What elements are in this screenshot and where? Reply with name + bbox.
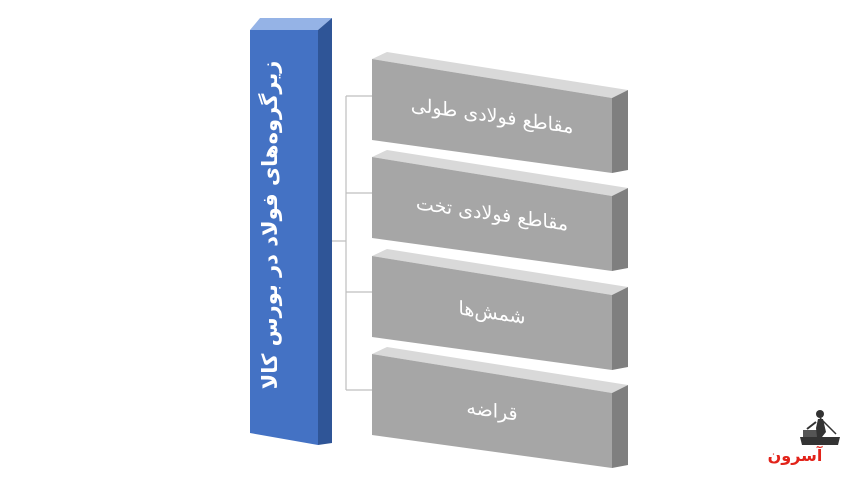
sub-box-1-side-face [612, 90, 628, 173]
main-box [250, 18, 332, 445]
worker-icon [800, 410, 840, 445]
sub-box-1-front-face [372, 59, 612, 173]
sub-box-4-front-face [372, 354, 612, 468]
sub-box-2 [372, 150, 628, 271]
brand-logo-text: آسرون [767, 446, 823, 465]
sub-box-4 [372, 347, 628, 468]
main-box-label: زیرگروه‌های فولاد در بورس کالا [258, 60, 282, 390]
sub-box-1 [372, 52, 628, 173]
sub-box-2-top-face [372, 150, 628, 196]
main-box-top-face [250, 18, 332, 30]
sub-box-4-side-face [612, 385, 628, 468]
sub-box-3-front-face [372, 256, 612, 370]
sub-box-3-side-face [612, 287, 628, 370]
sub-box-1-top-face [372, 52, 628, 98]
sub-box-3 [372, 249, 628, 370]
sub-box-2-side-face [612, 188, 628, 271]
sub-box-3-top-face [372, 249, 628, 295]
main-box-side-face [318, 18, 332, 445]
connector-lines [318, 95, 372, 391]
sub-box-4-top-face [372, 347, 628, 393]
sub-box-2-front-face [372, 157, 612, 271]
main-box-front-face [250, 30, 318, 445]
